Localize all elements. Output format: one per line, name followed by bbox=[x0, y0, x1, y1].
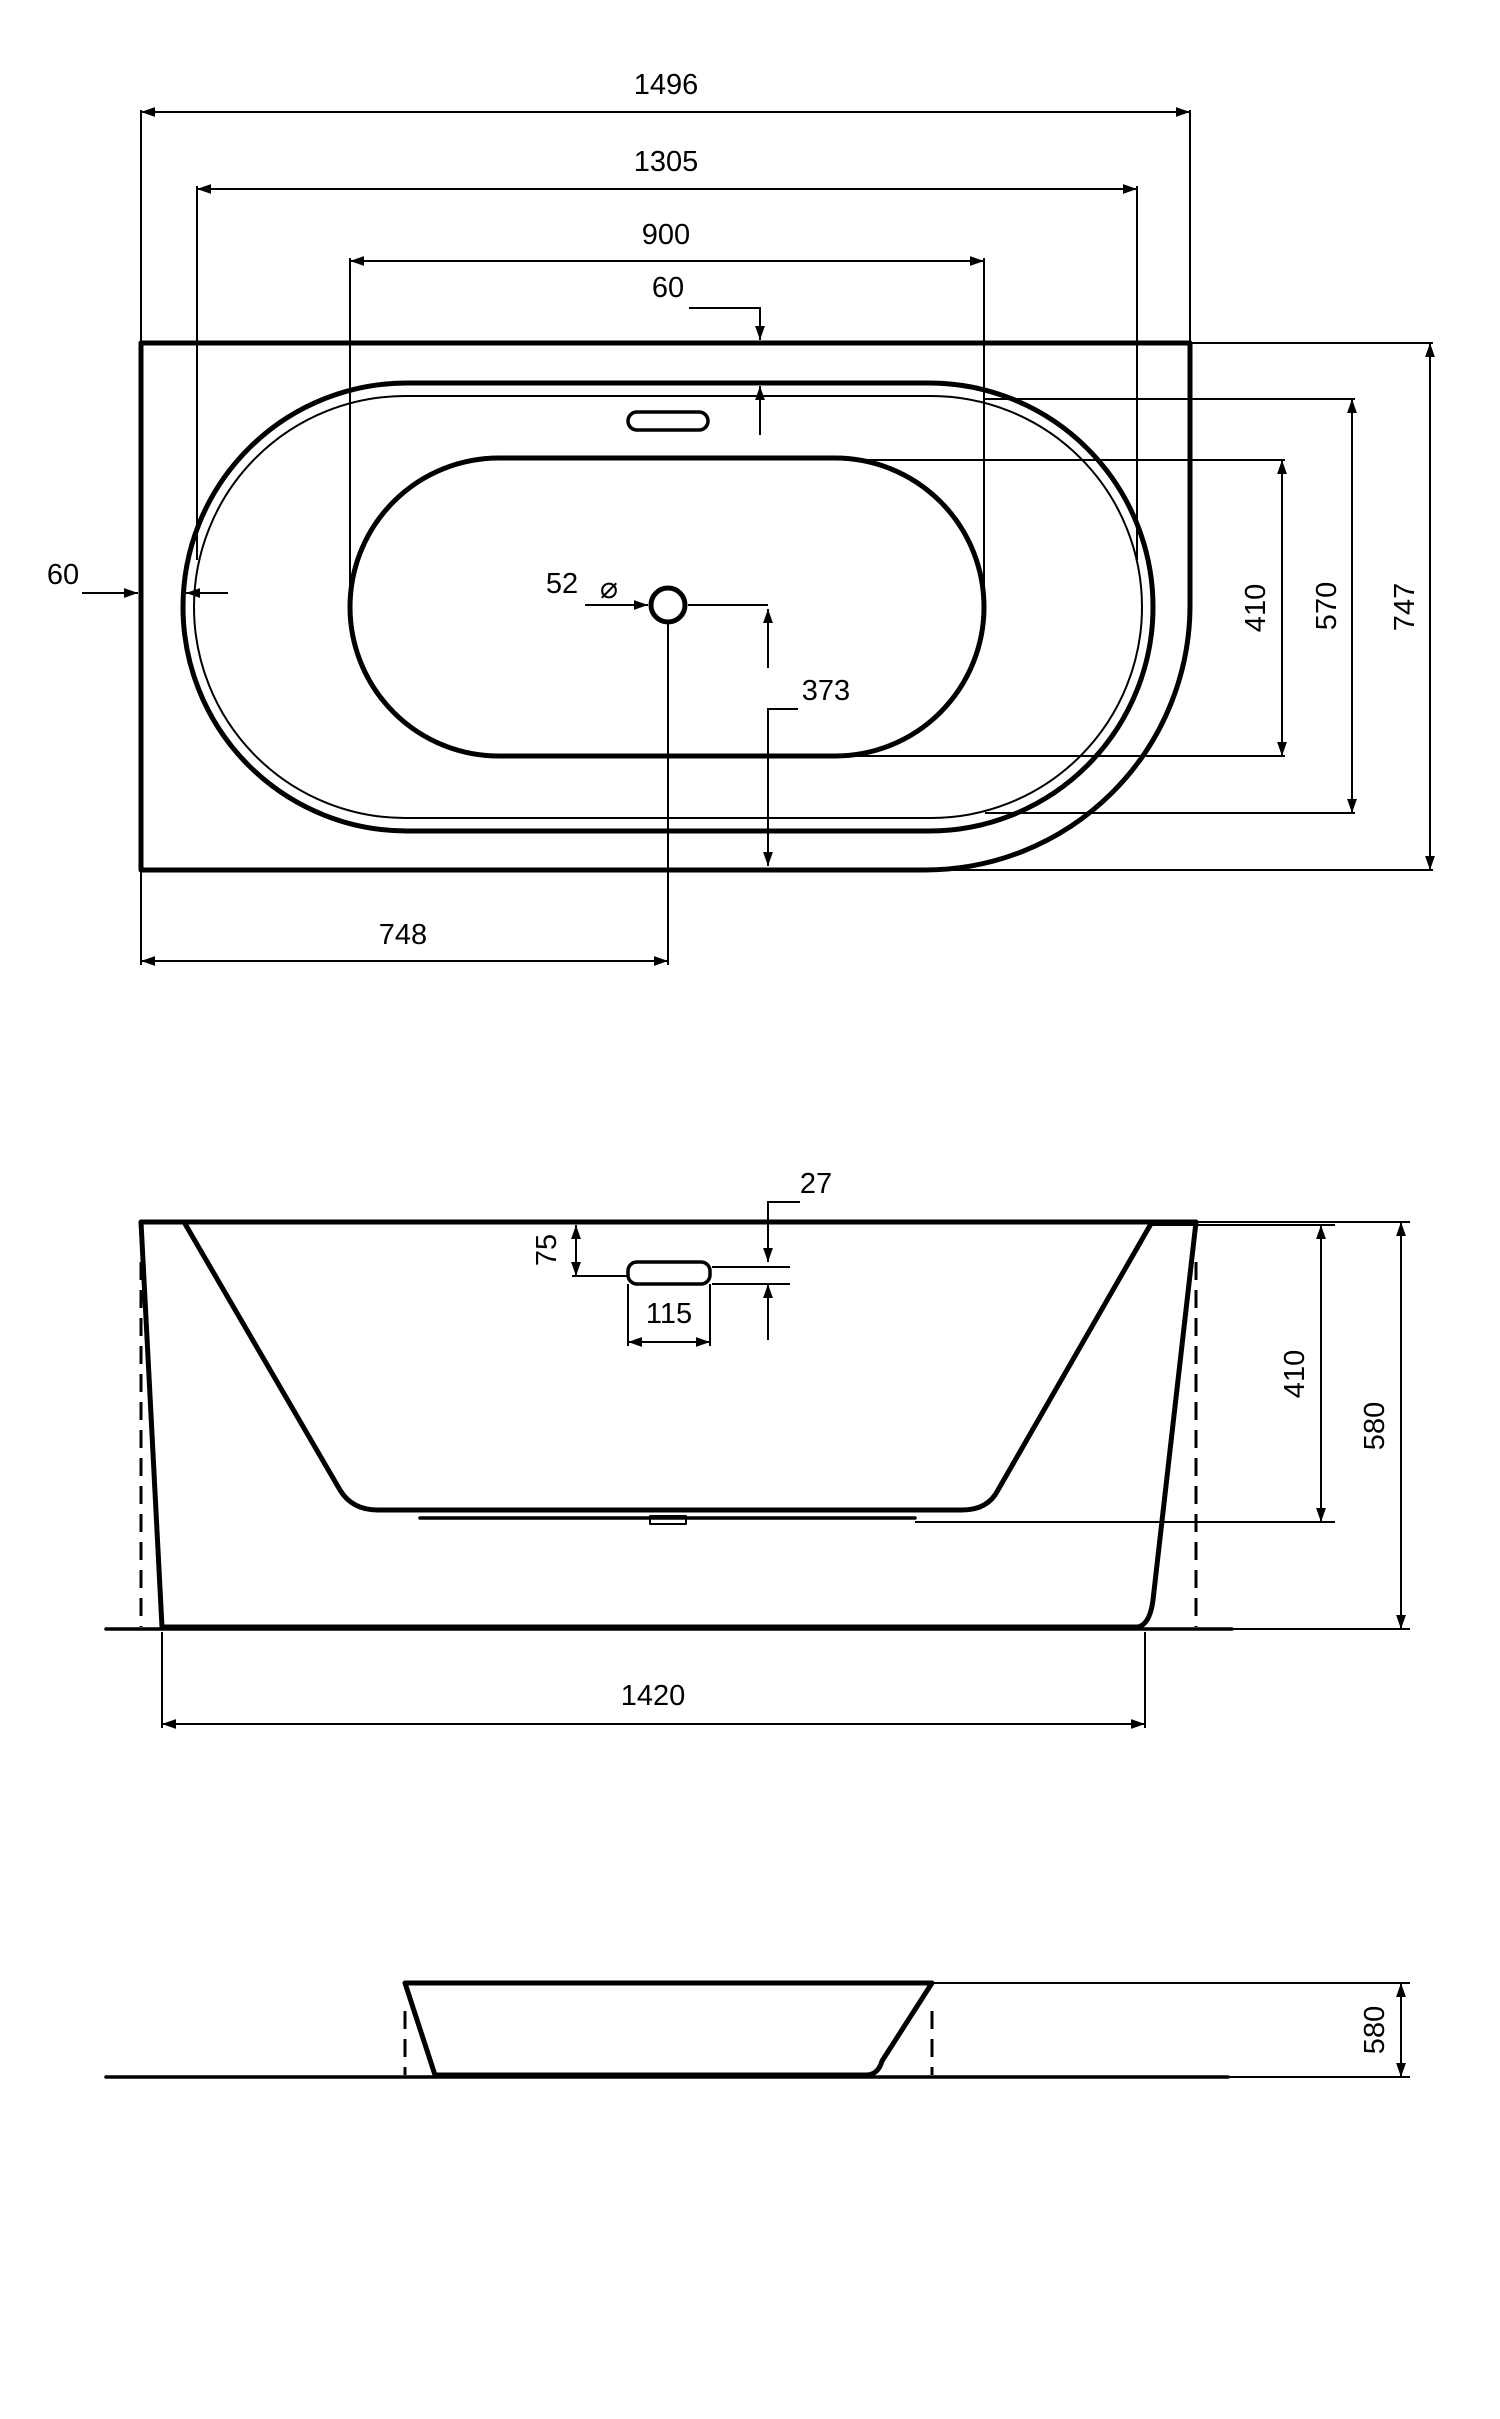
dim-drain-from-left: 748 bbox=[379, 919, 427, 951]
dim-basin-bottom-length: 900 bbox=[642, 219, 690, 251]
dim-overall-width: 747 bbox=[1389, 583, 1421, 631]
dim-basin-bottom-width: 410 bbox=[1240, 584, 1272, 632]
dim-side-overall-height: 580 bbox=[1359, 2006, 1391, 2054]
front-view: 27 75 115 410 580 1420 bbox=[104, 1168, 1410, 1729]
drain-fitting-front bbox=[649, 1515, 687, 1525]
side-view: 580 bbox=[104, 1980, 1410, 2079]
diameter-symbol: ⌀ bbox=[600, 571, 618, 606]
tub-front-outline bbox=[138, 1219, 1199, 1630]
dim-base-length: 1420 bbox=[621, 1680, 686, 1712]
basin-front-outline bbox=[181, 1219, 1155, 1513]
dim-front-overall-height: 580 bbox=[1359, 1402, 1391, 1450]
drain-circle bbox=[648, 585, 688, 625]
dim-drain-to-wall: 373 bbox=[802, 675, 850, 707]
dim-overflow-width: 115 bbox=[646, 1298, 692, 1330]
dim-side-edge-offset: 60 bbox=[47, 559, 79, 591]
dim-inner-rim-width: 570 bbox=[1311, 582, 1343, 630]
dim-inner-depth: 410 bbox=[1279, 1350, 1311, 1398]
top-view: 1496 1305 900 60 60 52 ⌀ 373 748 bbox=[47, 69, 1435, 966]
tub-outer-outline bbox=[138, 340, 1193, 873]
dim-inner-rim-length: 1305 bbox=[634, 146, 699, 178]
overflow-front bbox=[626, 1260, 712, 1286]
dim-back-edge-offset: 60 bbox=[652, 272, 684, 304]
dim-drain-diameter: 52 bbox=[546, 568, 578, 600]
overflow-slot bbox=[626, 410, 710, 432]
dim-overflow-height: 75 bbox=[531, 1234, 563, 1266]
dim-overall-length: 1496 bbox=[634, 69, 699, 101]
tub-side-outline bbox=[402, 1980, 935, 2078]
dim-overflow-offset: 27 bbox=[800, 1168, 832, 1200]
